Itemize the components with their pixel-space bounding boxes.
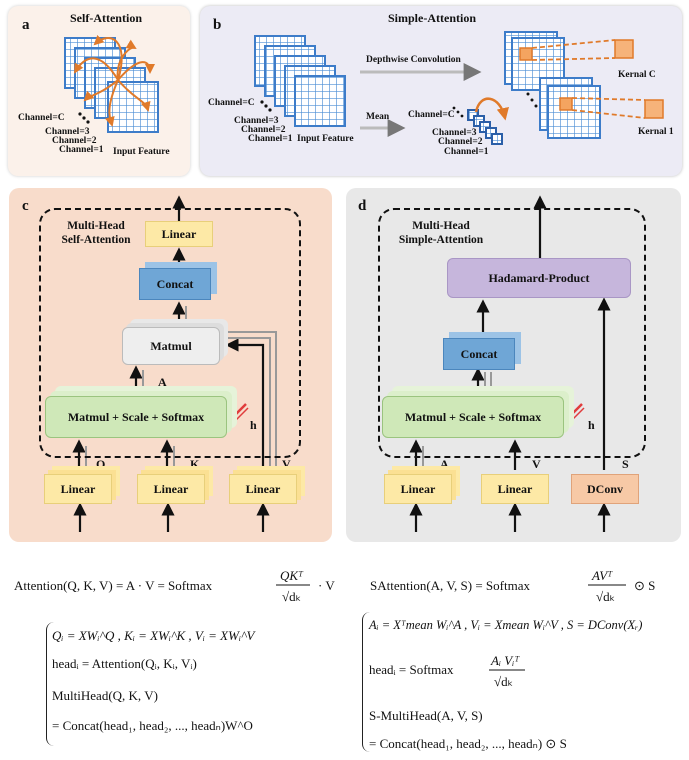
panel-a-letter: a [22,17,30,33]
eq-right-line2-den: √dₖ [494,674,514,689]
panel-c-label-h: h [250,418,257,432]
panel-d-label-v: V [532,457,541,471]
panel-d-title-line2: Simple-Attention [398,234,484,246]
eq-left-line3: MultiHead(Q, K, V) [52,688,158,703]
eq-right-attention-num: AVᵀ [592,568,613,583]
panel-b-kernel-1: Kernal 1 [638,127,674,137]
linear-v-box: Linear [229,474,297,504]
panel-a-channel-c: Channel=C [18,113,65,123]
panel-d-title: Multi-Head Simple-Attention [386,219,496,247]
eq-left-line4: = Concat(head₁, head₂, ..., headₙ)W^O [52,718,253,733]
eq-left-attention-num: QKᵀ [280,568,304,583]
panel-a-feature-stack [64,34,159,133]
panel-a-channel-2: Channel=2 [52,136,97,146]
panel-b-channel-1-out: Channel=1 [444,147,489,157]
concat-box-d: Concat [443,338,515,370]
panel-b-channel-c: Channel=C [208,98,255,108]
panel-d-label-a: A [440,457,449,471]
eq-left-attention: Attention(Q, K, V) = A · V = Softmax [14,578,212,594]
panel-b-input-stack [254,35,482,137]
eq-right-attention-den: √dₖ [596,589,616,604]
eq-left-attention-lhs: Attention(Q, K, V) = A · V = Softmax [14,578,213,593]
hadamard-product-box: Hadamard-Product [447,258,631,298]
panel-c-letter: c [22,198,29,214]
panel-b-channel-3-out: Channel=3 [432,128,477,138]
panel-c-title-line1: Multi-Head [67,220,125,232]
linear-output-box: Linear [145,221,213,247]
panel-d-label-s: S [622,457,629,471]
panel-c-title-line2: Self-Attention [61,234,131,246]
eq-right-attention: SAttention(A, V, S) = Softmax [370,578,530,594]
linear-k-box: Linear [137,474,205,504]
panel-c-label-k: K [190,457,200,471]
eq-right-line2-num: Aᵢ Vᵢᵀ [491,653,520,668]
panel-b-channel-2-out: Channel=2 [438,137,483,147]
linear-q-box: Linear [44,474,112,504]
panel-b-depthwise-output [504,31,664,139]
panel-b-mean-output [452,97,509,145]
linear-v-box-d: Linear [481,474,549,504]
linear-a-box: Linear [384,474,452,504]
panel-d-dashed-region [378,208,646,458]
panel-b-letter: b [213,17,222,33]
panel-b-kernel-c: Kernal C [618,70,656,80]
concat-box: Concat [139,268,211,300]
panel-a-channel-3: Channel=3 [45,127,90,137]
eq-left-line1: Qᵢ = XWᵢ^Q , Kᵢ = XWᵢ^K , Vᵢ = XWᵢ^V [52,628,255,643]
panel-a-title: Self-Attention [70,11,142,25]
panel-c-title: Multi-Head Self-Attention [46,219,146,247]
eq-left-attention-tail: · V [318,578,335,593]
eq-left-line2: headᵢ = Attention(Qᵢ, Kᵢ, Vᵢ) [52,656,197,671]
eq-left-attention-den: √dₖ [282,589,302,604]
eq-left-brace [46,622,55,746]
panel-b-channel-1: Channel=1 [248,134,293,144]
panel-d-label-h: h [588,418,595,432]
panel-b-channel-c-out: Channel=C [408,110,455,120]
panel-b-caption: Input Feature [297,134,354,144]
panel-c-label-a: A [158,375,167,389]
eq-right-attention-tail: ⊙ S [634,578,656,593]
eq-right-line4: = Concat(head₁, head₂, ..., headₙ) ⊙ S [369,736,567,751]
eq-right-line3: S-MultiHead(A, V, S) [369,708,483,723]
eq-right-attention-lhs: SAttention(A, V, S) = Softmax [370,578,530,593]
panel-c-label-q: Q [96,457,106,471]
dconv-box: DConv [571,474,639,504]
panel-b-mean-label: Mean [366,112,390,122]
panel-c-label-v: V [282,457,291,471]
matmul-box: Matmul [122,327,220,365]
panel-d-letter: d [358,198,367,214]
eq-right-line1: Aᵢ = Xᵀmean Wᵢ^A , Vᵢ = Xmean Wᵢ^V , S =… [369,618,643,632]
panel-b-title: Simple-Attention [388,11,476,25]
panel-d-title-line1: Multi-Head [412,220,470,232]
eq-right-line2-lhs: headᵢ = Softmax [369,662,454,677]
panel-b-depthwise-label: Depthwise Convolution [366,55,461,65]
panel-b-channel-3: Channel=3 [234,116,279,126]
panel-a-caption: Input Feature [113,147,170,157]
panel-a-channel-1: Channel=1 [59,145,104,155]
softmax-box: Matmul + Scale + Softmax [45,396,227,438]
eq-right-brace [362,612,371,752]
panel-c-dashed-region [39,208,301,458]
panel-b-channel-2: Channel=2 [241,125,286,135]
softmax-box-d: Matmul + Scale + Softmax [382,396,564,438]
